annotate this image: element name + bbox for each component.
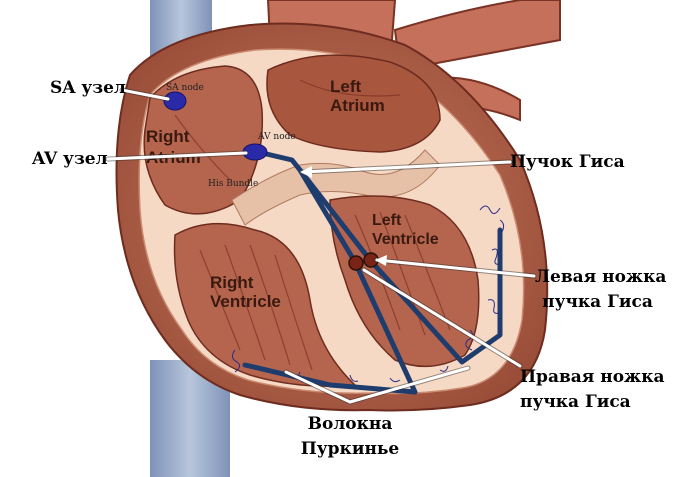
left-atrium-chamber <box>266 54 441 153</box>
purkinje-annotation-line2: Пуркинье <box>300 439 400 459</box>
sa-node-small-label: SA node <box>166 83 204 93</box>
right-ventricle-label-2: Ventricle <box>210 292 281 311</box>
right-branch-annotation-line2: пучка Гиса <box>520 392 631 412</box>
sa-annotation: SA узел <box>50 78 126 98</box>
his-pointer <box>301 160 512 174</box>
left-branch-node <box>348 255 364 271</box>
right-branch-annotation-line1: Правая ножка <box>520 367 665 387</box>
left-bundle-branch-path <box>297 167 503 365</box>
left-ventricle-chamber <box>329 195 480 368</box>
purkinje-pointer-left <box>284 370 352 404</box>
left-atrium-label-2: Atrium <box>330 96 385 115</box>
pointer-lines <box>105 87 537 405</box>
av-pointer <box>106 151 248 161</box>
left-branch-annotation: Левая ножка пучка Гиса <box>535 265 667 315</box>
left-branch-arrowhead <box>375 255 387 266</box>
left-atrium-label-1: Left <box>330 77 362 96</box>
muscle-texture <box>174 79 451 371</box>
left-branch-annotation-line2: пучка Гиса <box>542 292 653 312</box>
sa-pointer <box>120 88 170 101</box>
his-annotation: Пучок Гиса <box>510 152 625 172</box>
sa-node <box>163 91 187 111</box>
right-ventricle-label-1: Right <box>210 273 254 292</box>
left-ventricle-label-1: Left <box>372 212 402 229</box>
right-atrium-label-1: Right <box>146 127 190 146</box>
right-branch-annotation: Правая ножка пучка Гиса <box>520 365 670 415</box>
av-annotation: AV узел <box>32 149 108 169</box>
av-node-small-label: AV node <box>257 132 296 142</box>
purkinje-pointer-right <box>348 366 470 404</box>
purkinje-annotation-line1: Волокна <box>307 414 393 434</box>
pulmonary-vessel <box>393 0 561 72</box>
right-branch-pointer <box>362 268 522 368</box>
left-branch-pointer <box>375 258 536 278</box>
his-bundle-small-label: His Bundle <box>208 179 258 189</box>
left-branch-annotation-line1: Левая ножка <box>535 267 667 287</box>
purkinje-annotation: Волокна Пуркинье <box>290 412 410 462</box>
left-ventricle-label-2: Ventricle <box>372 231 439 248</box>
his-bundle-path <box>255 149 303 173</box>
his-arrowhead <box>300 166 312 178</box>
